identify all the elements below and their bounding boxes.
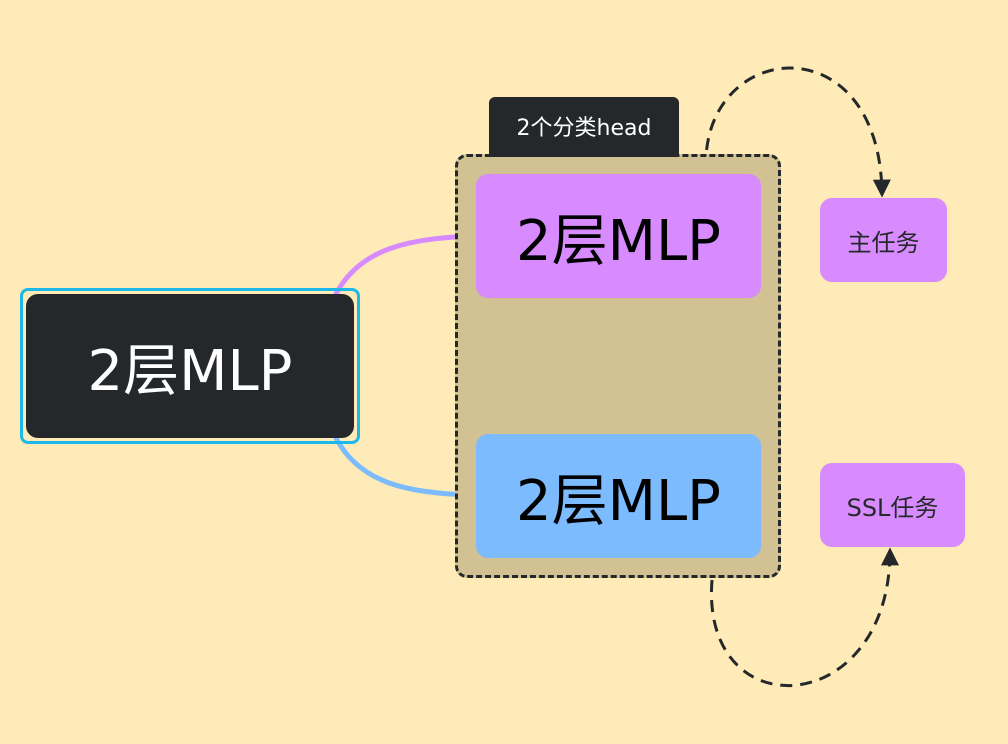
main-task-node[interactable]: 主任务 bbox=[820, 198, 947, 282]
ssl-task-node[interactable]: SSL任务 bbox=[820, 463, 965, 547]
ssl-task-label: SSL任务 bbox=[846, 493, 939, 522]
branch-to-bottom-head bbox=[333, 435, 479, 498]
branch-to-top-head bbox=[333, 233, 479, 297]
head-group-label[interactable]: 2个分类head bbox=[489, 97, 679, 157]
head-group-label-text: 2个分类head bbox=[516, 116, 652, 141]
root-selection-outline bbox=[20, 288, 360, 444]
head-node-bottom-label: 2层MLP bbox=[516, 468, 721, 534]
head-node-top[interactable]: 2层MLP bbox=[476, 174, 761, 298]
root-node[interactable]: 2层MLP bbox=[26, 294, 354, 438]
main-task-label: 主任务 bbox=[847, 228, 920, 257]
relation-to-main-task bbox=[704, 66, 891, 198]
root-node-label: 2层MLP bbox=[87, 338, 293, 404]
head-node-top-label: 2层MLP bbox=[516, 208, 721, 274]
head-node-bottom[interactable]: 2层MLP bbox=[476, 434, 761, 558]
